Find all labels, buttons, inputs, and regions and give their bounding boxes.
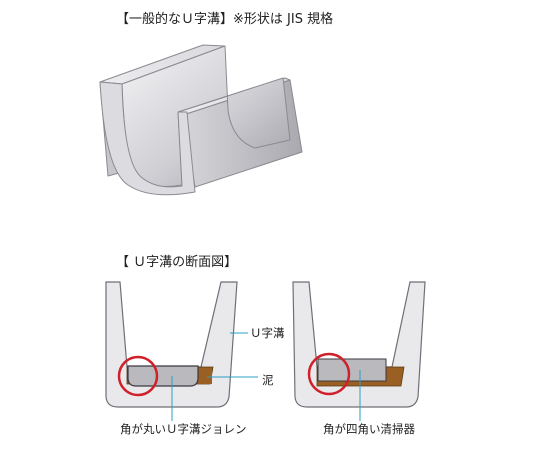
label-round-corner-scoop: 角が丸いＵ字溝ジョレン (120, 422, 247, 436)
square-cleaner-blade (317, 358, 387, 382)
round-scoop-blade (127, 365, 199, 387)
highlight-circle-left (117, 355, 159, 397)
front-end-face (99, 81, 196, 196)
label-u-channel: Ｕ字溝 (250, 326, 285, 340)
cross-section-round-scoop (105, 281, 258, 421)
highlight-circle-right (307, 352, 351, 396)
u-channel-section-right (292, 281, 426, 408)
cross-section-square-cleaner (292, 281, 426, 421)
u-channel-3d-illustration (99, 44, 303, 196)
main-heading: 【一般的なＵ字溝】※形状は JIS 規格 (116, 12, 334, 27)
mud-left-fill (198, 370, 212, 384)
label-square-corner-cleaner: 角が四角い清掃器 (323, 422, 415, 436)
cross-section-heading: 【 Ｕ字溝の断面図】 (116, 255, 238, 270)
label-mud: 泥 (262, 373, 274, 387)
